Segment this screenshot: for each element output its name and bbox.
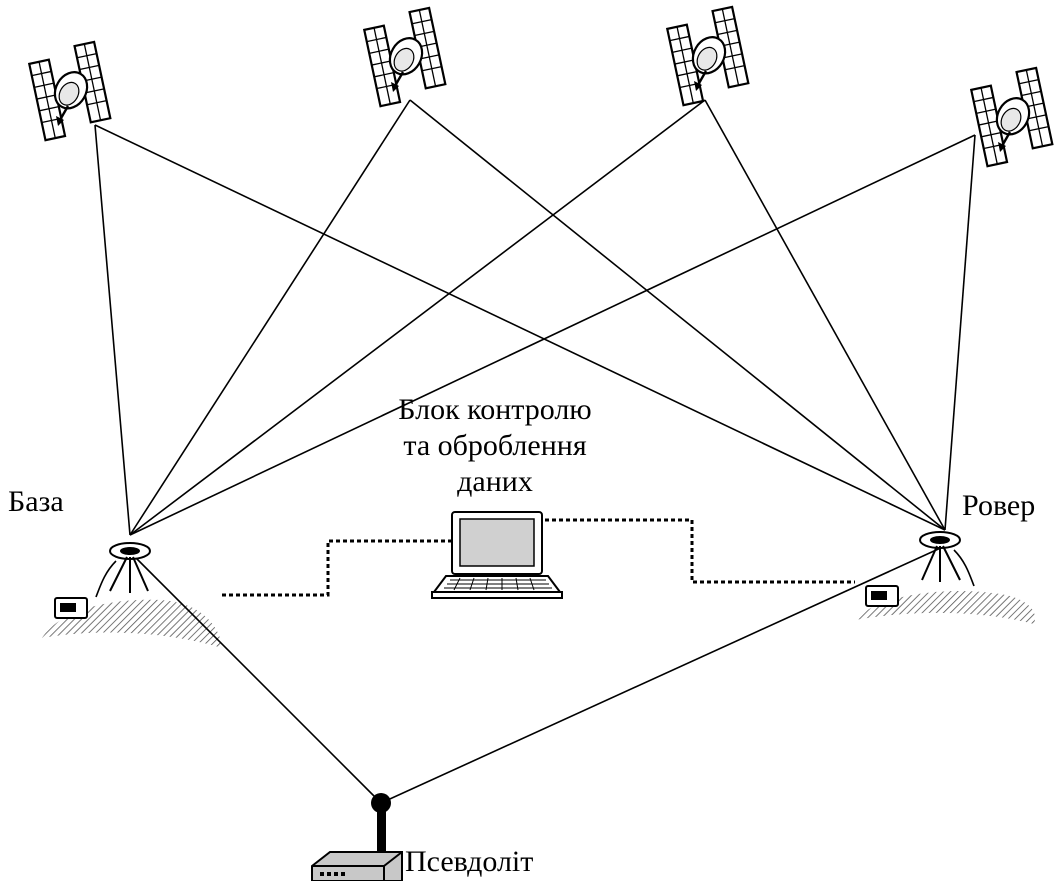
ground-rover	[855, 591, 1035, 624]
satellite-icon	[970, 66, 1054, 168]
base-label: База	[8, 485, 64, 518]
control-unit-label-line1: Блок контролю	[398, 393, 592, 426]
satellite-signal-lines	[94, 99, 976, 536]
satellite-icon	[363, 6, 447, 108]
control-unit-label-line2: та оброблення	[403, 429, 587, 462]
pseudolite-signal-lines	[129, 545, 946, 804]
control-unit-label-line3: даних	[457, 465, 533, 498]
controller-box-icon	[865, 585, 899, 607]
data-links	[222, 518, 855, 597]
controller-box-icon	[54, 597, 88, 619]
pseudolite-icon	[311, 793, 403, 881]
gps-receiver-icon	[95, 542, 151, 598]
satellite-icon	[666, 5, 750, 107]
laptop-icon	[431, 511, 563, 599]
rover-label: Ровер	[962, 489, 1036, 522]
satellite-icon	[28, 40, 112, 142]
pseudolite-label: Псевдоліт	[405, 845, 534, 878]
gps-receiver-icon	[919, 531, 975, 587]
control-unit-label: Блок контролю та оброблення даних	[350, 392, 640, 500]
